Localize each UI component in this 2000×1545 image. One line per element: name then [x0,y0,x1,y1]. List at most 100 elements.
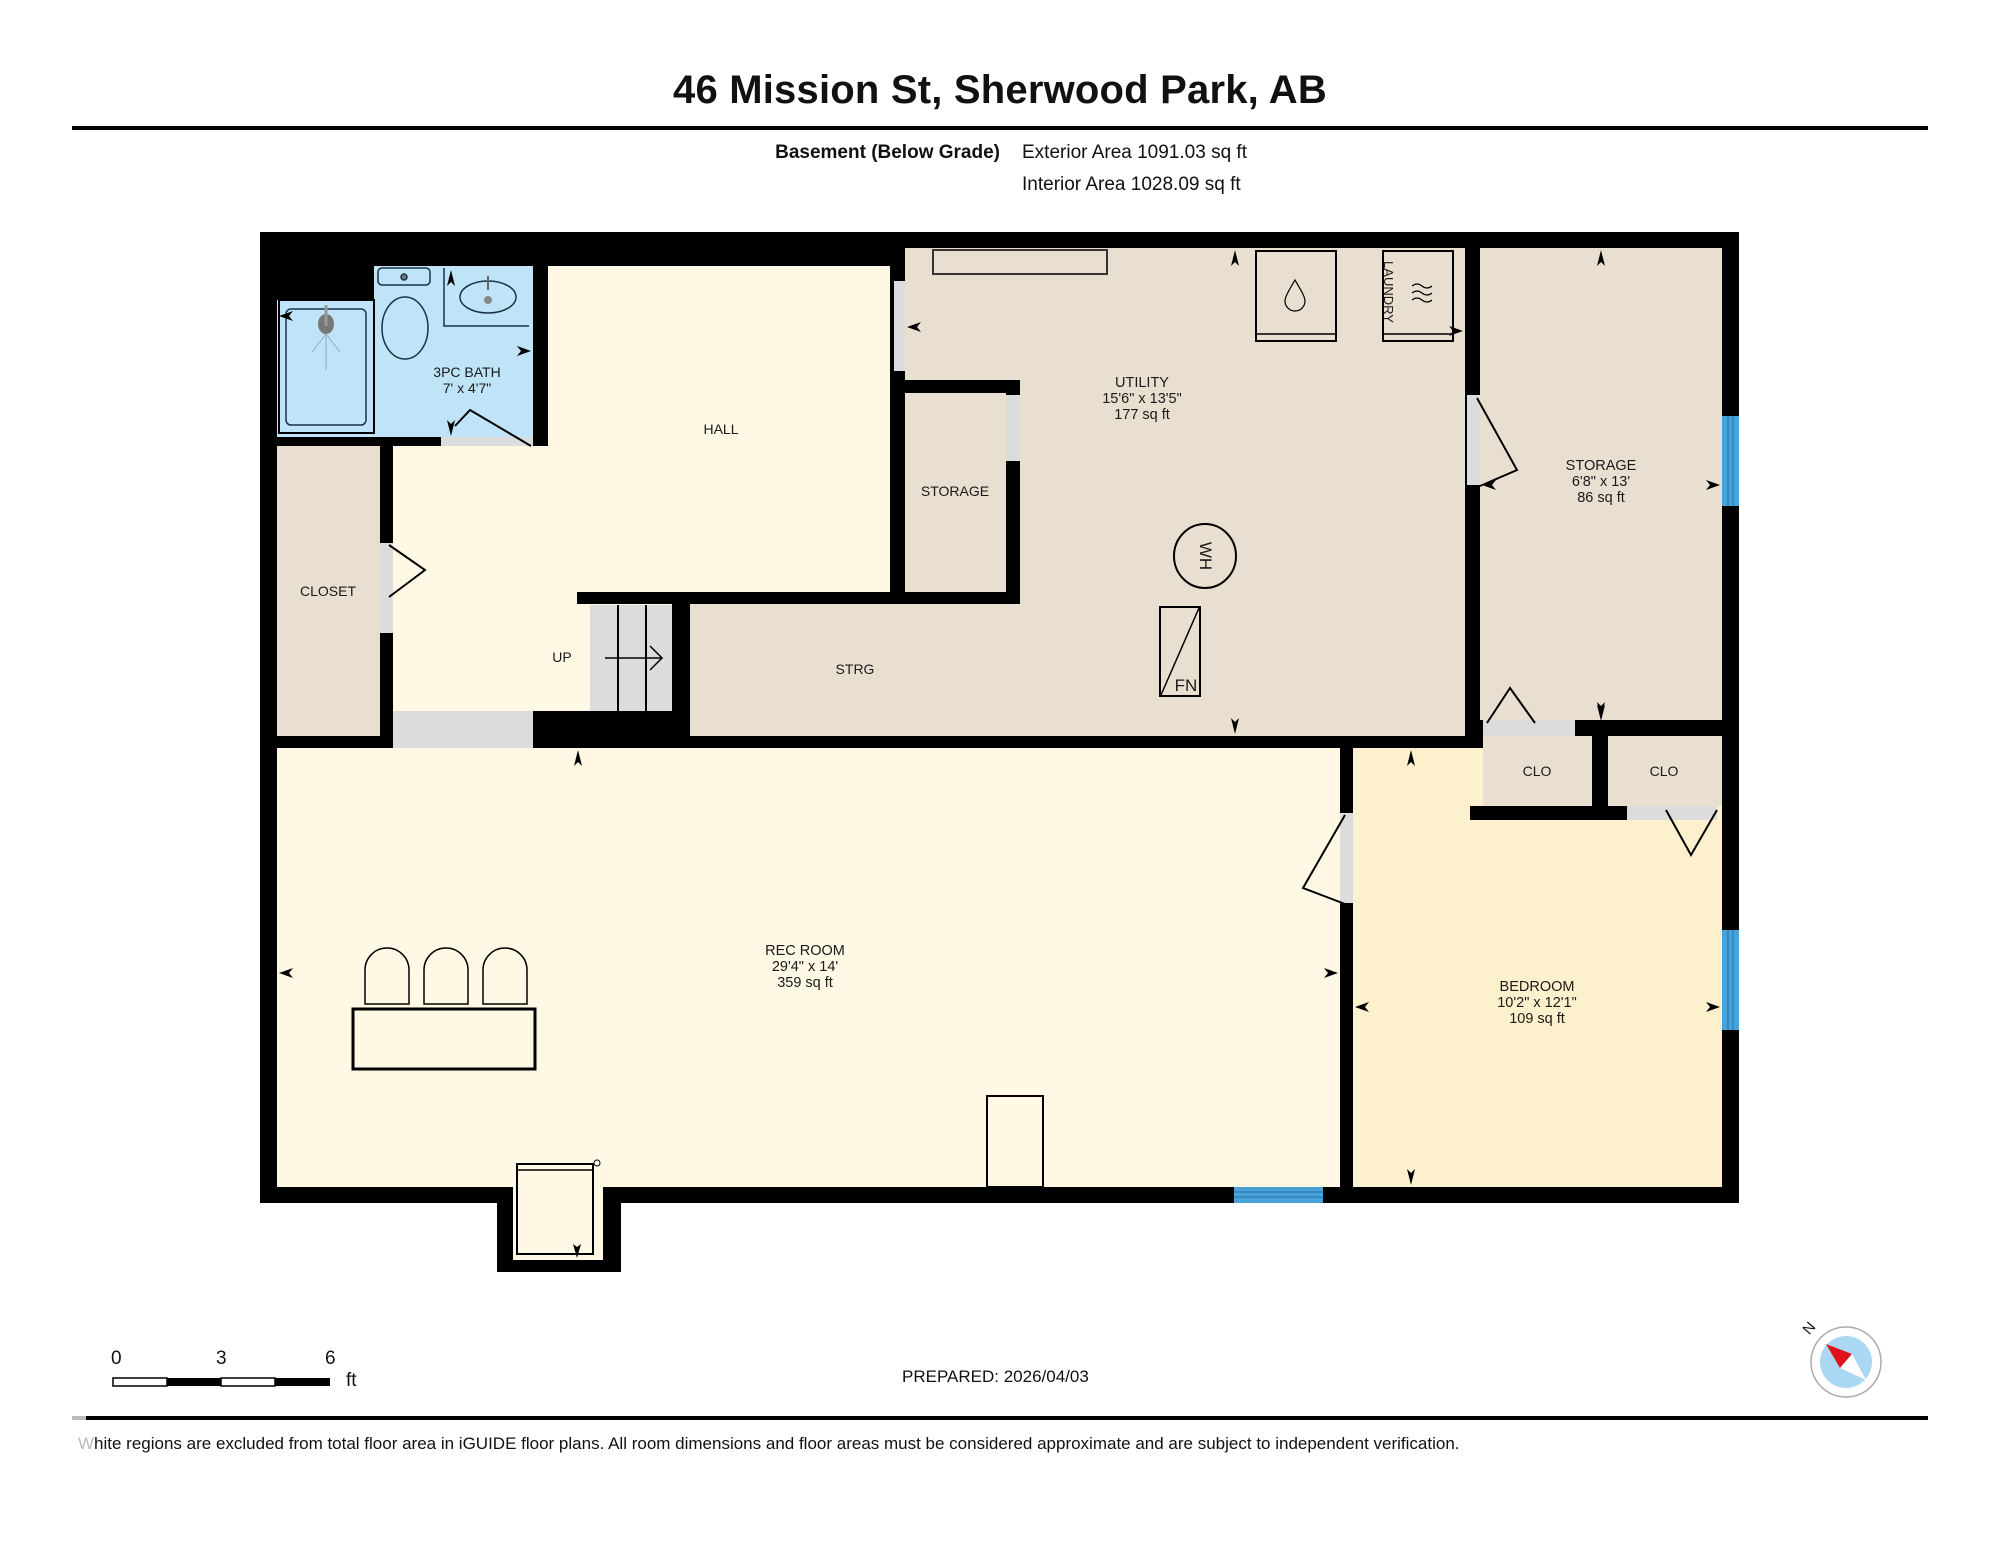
bedroom-floor [1353,748,1722,1187]
room-label-bath: 3PC BATH 7' x 4'7" [433,364,500,396]
dryer-icon [1382,250,1454,342]
scale-bar [112,1377,330,1387]
strg-floor [690,604,1020,736]
room-label-clo-right: CLO [1650,763,1679,779]
measure-arrows [279,250,1720,1258]
furnace-label: FN [1174,676,1198,695]
room-dims: 7' x 4'7" [442,380,492,396]
wall-hall-bottom [577,592,1020,604]
water-heater-icon [1173,523,1237,589]
rec-cabinet [986,1095,1044,1188]
stairs-label: UP [552,649,571,665]
header-rule [72,126,1928,130]
room-name: CLOSET [299,583,357,599]
room-name: FN [1174,676,1198,695]
room-label-storage-right: STORAGE 6'8" x 13' 86 sq ft [1566,458,1637,506]
wall-closet-bottom [277,736,393,748]
disclaimer-first-letter: W [78,1434,95,1453]
window-rec [1234,1187,1323,1203]
rec-room-floor [277,748,1340,1187]
wall-storage-bottom [1575,720,1739,736]
water-heater-label: WH [1196,541,1215,571]
room-label-rec-room: REC ROOM 29'4" x 14' 359 sq ft [765,943,845,991]
clo-left-floor [1483,736,1592,806]
door-clo-left [1483,720,1575,736]
room-area: 86 sq ft [1577,490,1625,506]
room-dims: 6'8" x 13' [1571,474,1631,490]
utility-counter [932,249,1108,275]
room-label-bedroom: BEDROOM 10'2" x 12'1" 109 sq ft [1497,979,1577,1027]
door-hall-utility [894,281,905,371]
room-dims: 10'2" x 12'1" [1497,995,1577,1011]
sink-icon [443,268,529,327]
compass-icon [1810,1326,1882,1398]
door-rec-bedroom [1340,813,1353,903]
room-name: BEDROOM [1499,979,1575,995]
room-label-storage-small: STORAGE [921,483,989,499]
clo-right-floor [1608,736,1722,806]
closet-floor [277,446,380,736]
door-storage-small [1006,395,1020,461]
room-name: STORAGE [920,483,990,499]
room-label-utility: UTILITY 15'6" x 13'5" 177 sq ft [1102,375,1182,423]
disclaimer-text: hite regions are excluded from total flo… [94,1434,1460,1453]
room-name: STRG [835,661,875,677]
wall-clo-divider [1592,736,1608,820]
room-label-hall: HALL [703,421,738,437]
window-bedroom [1722,930,1739,1030]
wall-bath-bottom [277,437,548,446]
room-name: UP [552,649,572,665]
room-dims: 29'4" x 14' [771,959,839,975]
room-name: LAUNDRY [1381,261,1396,323]
room-name: WH [1196,541,1215,571]
exterior-area: Exterior Area 1091.03 sq ft [1022,142,1247,163]
room-area: 109 sq ft [1509,1011,1565,1027]
door-utility-storage [1467,395,1480,485]
door-bath [441,437,533,446]
wall-stair-right [672,604,690,736]
bath-wall-corner [277,266,374,300]
room-name: REC ROOM [765,943,845,959]
footer-rule-start [72,1416,86,1420]
room-name: UTILITY [1115,375,1169,391]
furnace-icon [1159,606,1201,697]
bump-out-floor [513,1160,603,1260]
toilet-icon [377,267,431,360]
room-name: HALL [703,421,739,437]
room-dims: 15'6" x 13'5" [1102,391,1182,407]
room-name: CLO [1522,763,1552,779]
wall-bath-right [533,266,548,446]
prepared-date: PREPARED: 2026/04/03 [902,1367,1089,1386]
bump-out-fixture [516,1159,601,1255]
window-storage [1722,416,1739,506]
interior-area: Interior Area 1028.09 sq ft [1022,174,1241,195]
hall-floor-mid [393,446,890,592]
floor-label: Basement (Below Grade) [775,142,1000,163]
scale-tick-0: 0 [111,1348,122,1369]
room-name: CLO [1649,763,1679,779]
storage-right-floor [1480,248,1722,720]
room-name: 3PC BATH [433,364,501,380]
storage-small-floor [905,393,1006,592]
shower-icon [278,299,375,434]
scale-unit: ft [346,1370,357,1391]
wall-utility-bottom [690,736,1480,748]
room-label-closet: CLOSET [300,583,356,599]
scale-tick-3: 3 [216,1348,227,1369]
door-closet [380,543,393,633]
wall-storage-top [890,380,1020,393]
room-area: 359 sq ft [777,975,833,991]
disclaimer: White regions are excluded from total fl… [78,1434,1460,1454]
opening-hall-rec [393,711,533,748]
footer-rule [86,1416,1928,1420]
wall-stair-bottom [533,711,690,748]
scale-tick-6: 6 [325,1348,336,1369]
room-name: STORAGE [1565,458,1637,474]
stairs [590,605,672,711]
room-area: 177 sq ft [1114,407,1170,423]
wall-clo-bottom [1470,806,1627,820]
laundry-label: LAUNDRY [1380,261,1396,323]
page-title: 46 Mission St, Sherwood Park, AB [673,68,1327,112]
door-clo-right [1627,806,1717,820]
